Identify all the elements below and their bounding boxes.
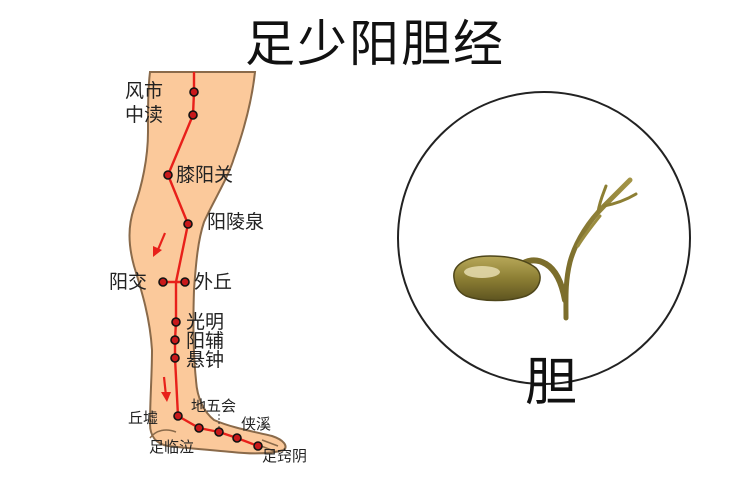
label-waiqiu: 外丘 (194, 271, 232, 293)
leg-silhouette (128, 71, 287, 455)
label-fengshi: 风市 (125, 80, 163, 102)
acupoint-waiqiu (180, 277, 190, 287)
acupoint-xiaxi (232, 433, 242, 443)
label-zhongdu: 中渎 (125, 104, 163, 126)
acupoint-zulinqi (194, 423, 204, 433)
toe-crease (261, 439, 279, 447)
acupoint-fengshi (189, 87, 199, 97)
gallbladder-illustration (453, 177, 638, 321)
acupoint-zhongdu (188, 110, 198, 120)
label-qiuxu: 丘墟 (128, 409, 158, 427)
label-yangjiao: 阳交 (109, 271, 147, 293)
label-guangming: 光明 (186, 311, 224, 333)
organ-circle (397, 91, 691, 385)
page-title: 足少阳胆经 (245, 15, 505, 73)
acupoint-xiyangguan (163, 170, 173, 180)
organ-label: 胆 (525, 353, 577, 413)
acupoint-layer (158, 87, 263, 451)
acupoint-labels: 风市 中渎 膝阳关 阳陵泉 阳交 外丘 光明 阳辅 悬钟 丘墟 地五会 侠溪 足… (109, 80, 307, 465)
acupoint-zuqiaoyin (253, 441, 263, 451)
acupoint-yanglingquan (183, 219, 193, 229)
acupoint-diwuhui (214, 427, 224, 437)
gallbladder-highlight (464, 266, 500, 278)
label-yangfu: 阳辅 (186, 330, 224, 352)
acupoint-guangming (171, 317, 181, 327)
acupoint-yangfu (170, 335, 180, 345)
label-diwuhui: 地五会 (191, 397, 236, 415)
label-yanglingquan: 阳陵泉 (207, 211, 264, 233)
direction-arrow (153, 232, 167, 257)
heel-crease (149, 429, 177, 439)
acupoint-xuanzhong (170, 353, 180, 363)
acupoint-qiuxu (173, 411, 183, 421)
label-zuqiaoyin: 足窍阴 (262, 447, 307, 465)
direction-arrow (161, 376, 171, 402)
label-xuanzhong: 悬钟 (186, 349, 224, 371)
label-xiyangguan: 膝阳关 (176, 164, 233, 186)
label-zulinqi: 足临泣 (149, 438, 194, 456)
label-xiaxi: 侠溪 (241, 415, 271, 433)
acupoint-yangjiao (158, 277, 168, 287)
